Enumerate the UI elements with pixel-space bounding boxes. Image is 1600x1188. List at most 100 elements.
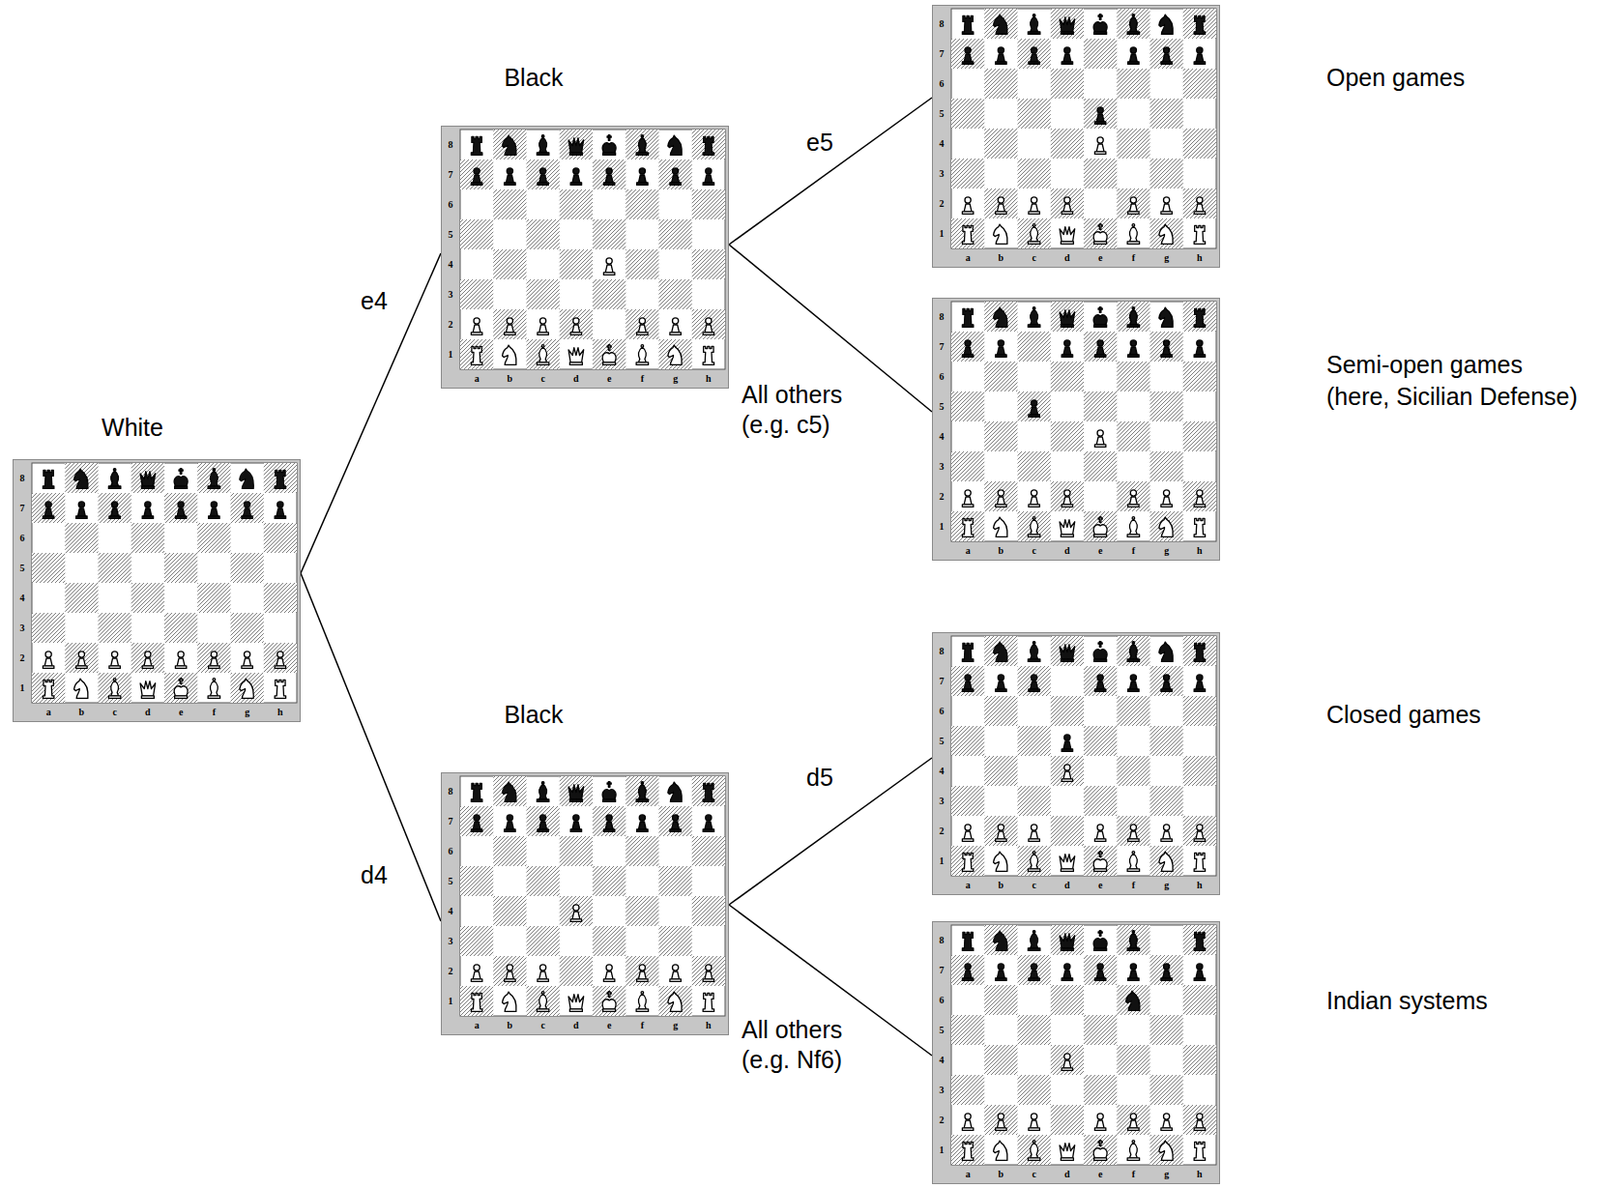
- chess-piece: [1161, 824, 1172, 842]
- file-letter: c: [1031, 546, 1036, 556]
- file-letter: h: [705, 374, 712, 384]
- chess-piece: [1093, 307, 1107, 328]
- category-label: Indian systems: [1326, 986, 1488, 1017]
- chess-piece: [1193, 1141, 1205, 1161]
- chess-piece: [1028, 1113, 1040, 1131]
- file-letter: d: [573, 1020, 580, 1031]
- chess-piece: [995, 674, 1007, 692]
- chess-piece: [1193, 852, 1205, 872]
- rank-number: 3: [939, 1085, 945, 1096]
- chess-piece: [995, 340, 1007, 357]
- board-illustration: [931, 297, 1221, 561]
- chess-piece: [1027, 1140, 1040, 1162]
- chess-piece: [1161, 674, 1172, 692]
- rank-number: 6: [939, 706, 945, 717]
- chess-piece: [1193, 824, 1205, 842]
- chess-piece: [1027, 307, 1040, 328]
- rank-number: 8: [939, 19, 945, 30]
- chess-piece: [1028, 824, 1040, 842]
- chess-piece: [1128, 47, 1139, 64]
- rank-number: 7: [448, 170, 454, 180]
- rank-number: 8: [20, 473, 26, 484]
- chess-piece: [961, 15, 973, 34]
- file-letter: a: [965, 880, 971, 891]
- chess-piece: [470, 136, 482, 155]
- file-letter: d: [573, 374, 580, 384]
- rank-number: 1: [939, 1145, 945, 1156]
- chess-piece: [1094, 1113, 1106, 1131]
- chess-piece: [142, 501, 153, 519]
- category-label: Semi-open games: [1326, 349, 1523, 380]
- chess-piece: [174, 468, 188, 490]
- rank-number: 4: [939, 766, 945, 777]
- chess-piece: [637, 318, 648, 335]
- chess-piece: [668, 345, 682, 365]
- chess-piece: [961, 824, 973, 842]
- chess-piece: [961, 197, 973, 214]
- chess-piece: [961, 225, 973, 244]
- file-letter: e: [178, 707, 183, 718]
- chess-board: 87654321abcdefgh: [931, 921, 1221, 1185]
- chess-piece: [142, 651, 153, 669]
- player-heading: Black: [503, 63, 563, 91]
- file-letter: b: [998, 546, 1005, 556]
- chess-piece: [174, 501, 186, 519]
- chess-piece: [669, 318, 681, 335]
- chess-piece: [1093, 517, 1107, 538]
- chess-piece: [636, 782, 648, 803]
- chess-piece: [702, 992, 714, 1012]
- chess-piece: [1061, 490, 1073, 507]
- chess-piece: [502, 782, 517, 802]
- chess-piece: [42, 651, 54, 669]
- file-letter: b: [998, 253, 1005, 263]
- chess-piece: [502, 345, 517, 365]
- file-letter: a: [965, 253, 971, 263]
- chess-piece: [1028, 400, 1040, 417]
- chess-piece: [537, 964, 549, 982]
- rank-number: 3: [939, 169, 945, 179]
- chess-piece: [702, 346, 714, 365]
- chess-piece: [995, 197, 1007, 214]
- rank-number: 3: [448, 936, 454, 947]
- rank-number: 4: [939, 432, 945, 442]
- file-letter: e: [1098, 546, 1103, 556]
- file-letter: f: [1132, 1169, 1135, 1180]
- chess-piece: [993, 930, 1008, 951]
- chess-piece: [174, 651, 186, 669]
- chess-piece: [702, 783, 714, 802]
- file-letter: a: [474, 374, 480, 384]
- chess-piece: [1161, 47, 1172, 64]
- move-label: All others (e.g. c5): [741, 379, 868, 440]
- rank-number: 7: [448, 816, 454, 827]
- chess-piece: [1061, 1053, 1073, 1071]
- rank-number: 1: [939, 856, 945, 867]
- chess-piece: [961, 518, 973, 537]
- chess-piece: [1127, 14, 1139, 35]
- chess-piece: [174, 678, 188, 699]
- chess-piece: [993, 14, 1008, 34]
- chess-piece: [274, 679, 286, 699]
- file-letter: a: [46, 707, 52, 718]
- chess-piece: [603, 964, 614, 982]
- chess-piece: [568, 994, 584, 1013]
- chess-piece: [1193, 490, 1205, 507]
- chess-piece: [76, 501, 88, 519]
- chess-piece: [1193, 47, 1205, 64]
- file-letter: f: [1132, 253, 1135, 263]
- chess-piece: [668, 135, 682, 155]
- chess-piece: [669, 964, 681, 982]
- chess-board: Black87654321abcdefgh: [440, 772, 729, 1036]
- rank-number: 6: [20, 533, 26, 544]
- chess-piece: [241, 501, 253, 519]
- chess-piece: [1059, 854, 1076, 873]
- chess-piece: [504, 814, 516, 832]
- chess-piece: [504, 318, 516, 335]
- chess-piece: [995, 1113, 1007, 1131]
- chess-piece: [537, 814, 549, 832]
- chess-piece: [1193, 931, 1205, 951]
- chess-piece: [536, 345, 549, 366]
- file-letter: h: [705, 1020, 712, 1031]
- file-letter: f: [1132, 546, 1135, 556]
- chess-piece: [1193, 197, 1205, 214]
- rank-number: 5: [448, 876, 454, 887]
